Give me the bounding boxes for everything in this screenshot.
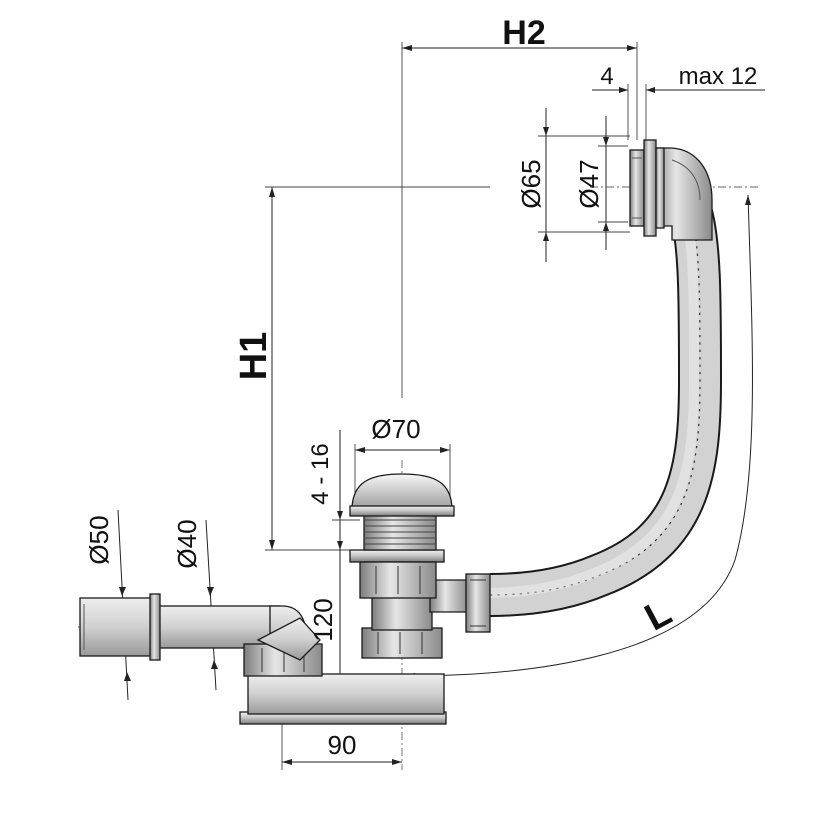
label-max12: max 12 [679,63,758,90]
label-dia-50: Ø50 [84,515,114,564]
label-dia-47: Ø47 [574,159,604,208]
label-l: L [638,591,678,639]
overflow-elbow [651,147,713,241]
label-dia-40: Ø40 [172,519,202,568]
flexible-hose [483,203,723,617]
label-120: 120 [308,598,338,641]
label-dia-70: Ø70 [371,414,420,444]
drain-cap [349,473,455,517]
label-4-16: 4 - 16 [307,443,334,504]
drain-body [349,513,491,659]
label-h2: H2 [502,14,545,52]
overflow-rosette [629,139,665,237]
label-h1: H1 [233,332,275,381]
label-4: 4 [600,63,613,90]
dimension-labels: H2 4 max 12 Ø65 Ø47 H1 Ø70 4 - 16 120 Ø5… [84,14,757,760]
label-dia-65: Ø65 [516,159,546,208]
trap-body [239,617,447,725]
label-90: 90 [328,730,357,760]
